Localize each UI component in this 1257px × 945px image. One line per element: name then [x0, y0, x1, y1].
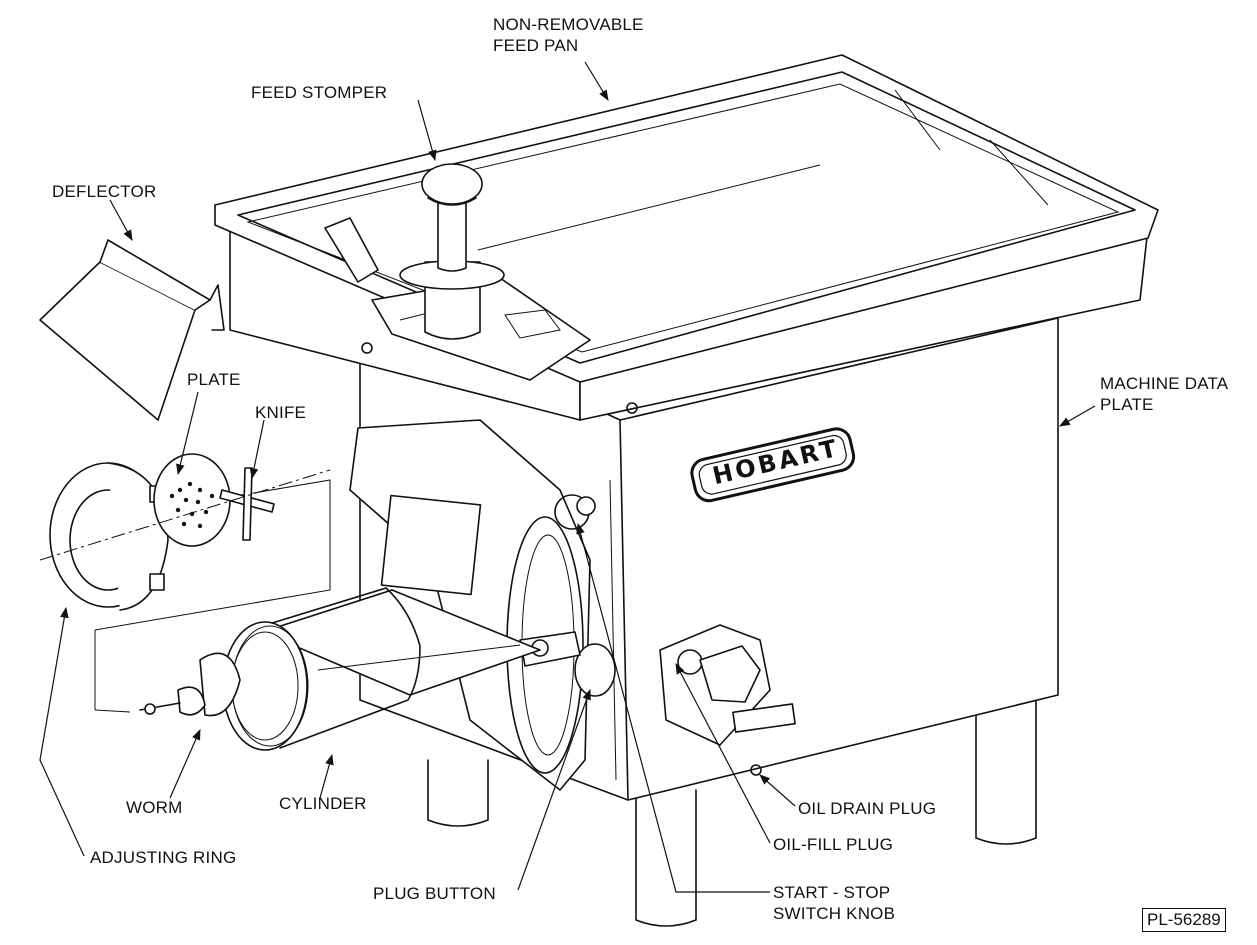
label-line: NON-REMOVABLE — [493, 15, 644, 34]
figure-id-box: PL-56289 — [1142, 908, 1226, 932]
label-line: FEED PAN — [493, 36, 579, 55]
callout-leaders — [39, 61, 1096, 893]
label-plate: PLATE — [187, 370, 241, 389]
cylinder-worm-assembly — [139, 587, 541, 751]
label-worm: WORM — [126, 798, 183, 817]
label-line: START - STOP — [773, 883, 891, 902]
hobart-logo — [690, 427, 856, 503]
label-deflector: DEFLECTOR — [52, 182, 157, 201]
label-adjusting-ring: ADJUSTING RING — [90, 848, 237, 867]
label-line: PLATE — [1100, 395, 1154, 414]
label-cylinder: CYLINDER — [279, 794, 367, 813]
label-oil-fill-plug: OIL-FILL PLUG — [773, 835, 894, 854]
label-non-removable-feed-pan: NON-REMOVABLE FEED PAN — [493, 14, 644, 56]
label-knife: KNIFE — [255, 403, 307, 422]
label-start-stop-switch-knob: START - STOP SWITCH KNOB — [773, 882, 895, 924]
label-line: SWITCH KNOB — [773, 904, 896, 923]
label-line: MACHINE DATA — [1100, 374, 1229, 393]
label-plug-button: PLUG BUTTON — [373, 884, 496, 903]
deflector-part — [39, 239, 225, 421]
label-feed-stomper: FEED STOMPER — [251, 83, 388, 102]
grinder-head-housing — [349, 419, 616, 791]
label-machine-data-plate: MACHINE DATA PLATE — [1100, 373, 1228, 415]
label-oil-drain-plug: OIL DRAIN PLUG — [798, 799, 937, 818]
exploded-parts — [39, 453, 331, 713]
feed-stomper-assembly — [324, 163, 591, 381]
